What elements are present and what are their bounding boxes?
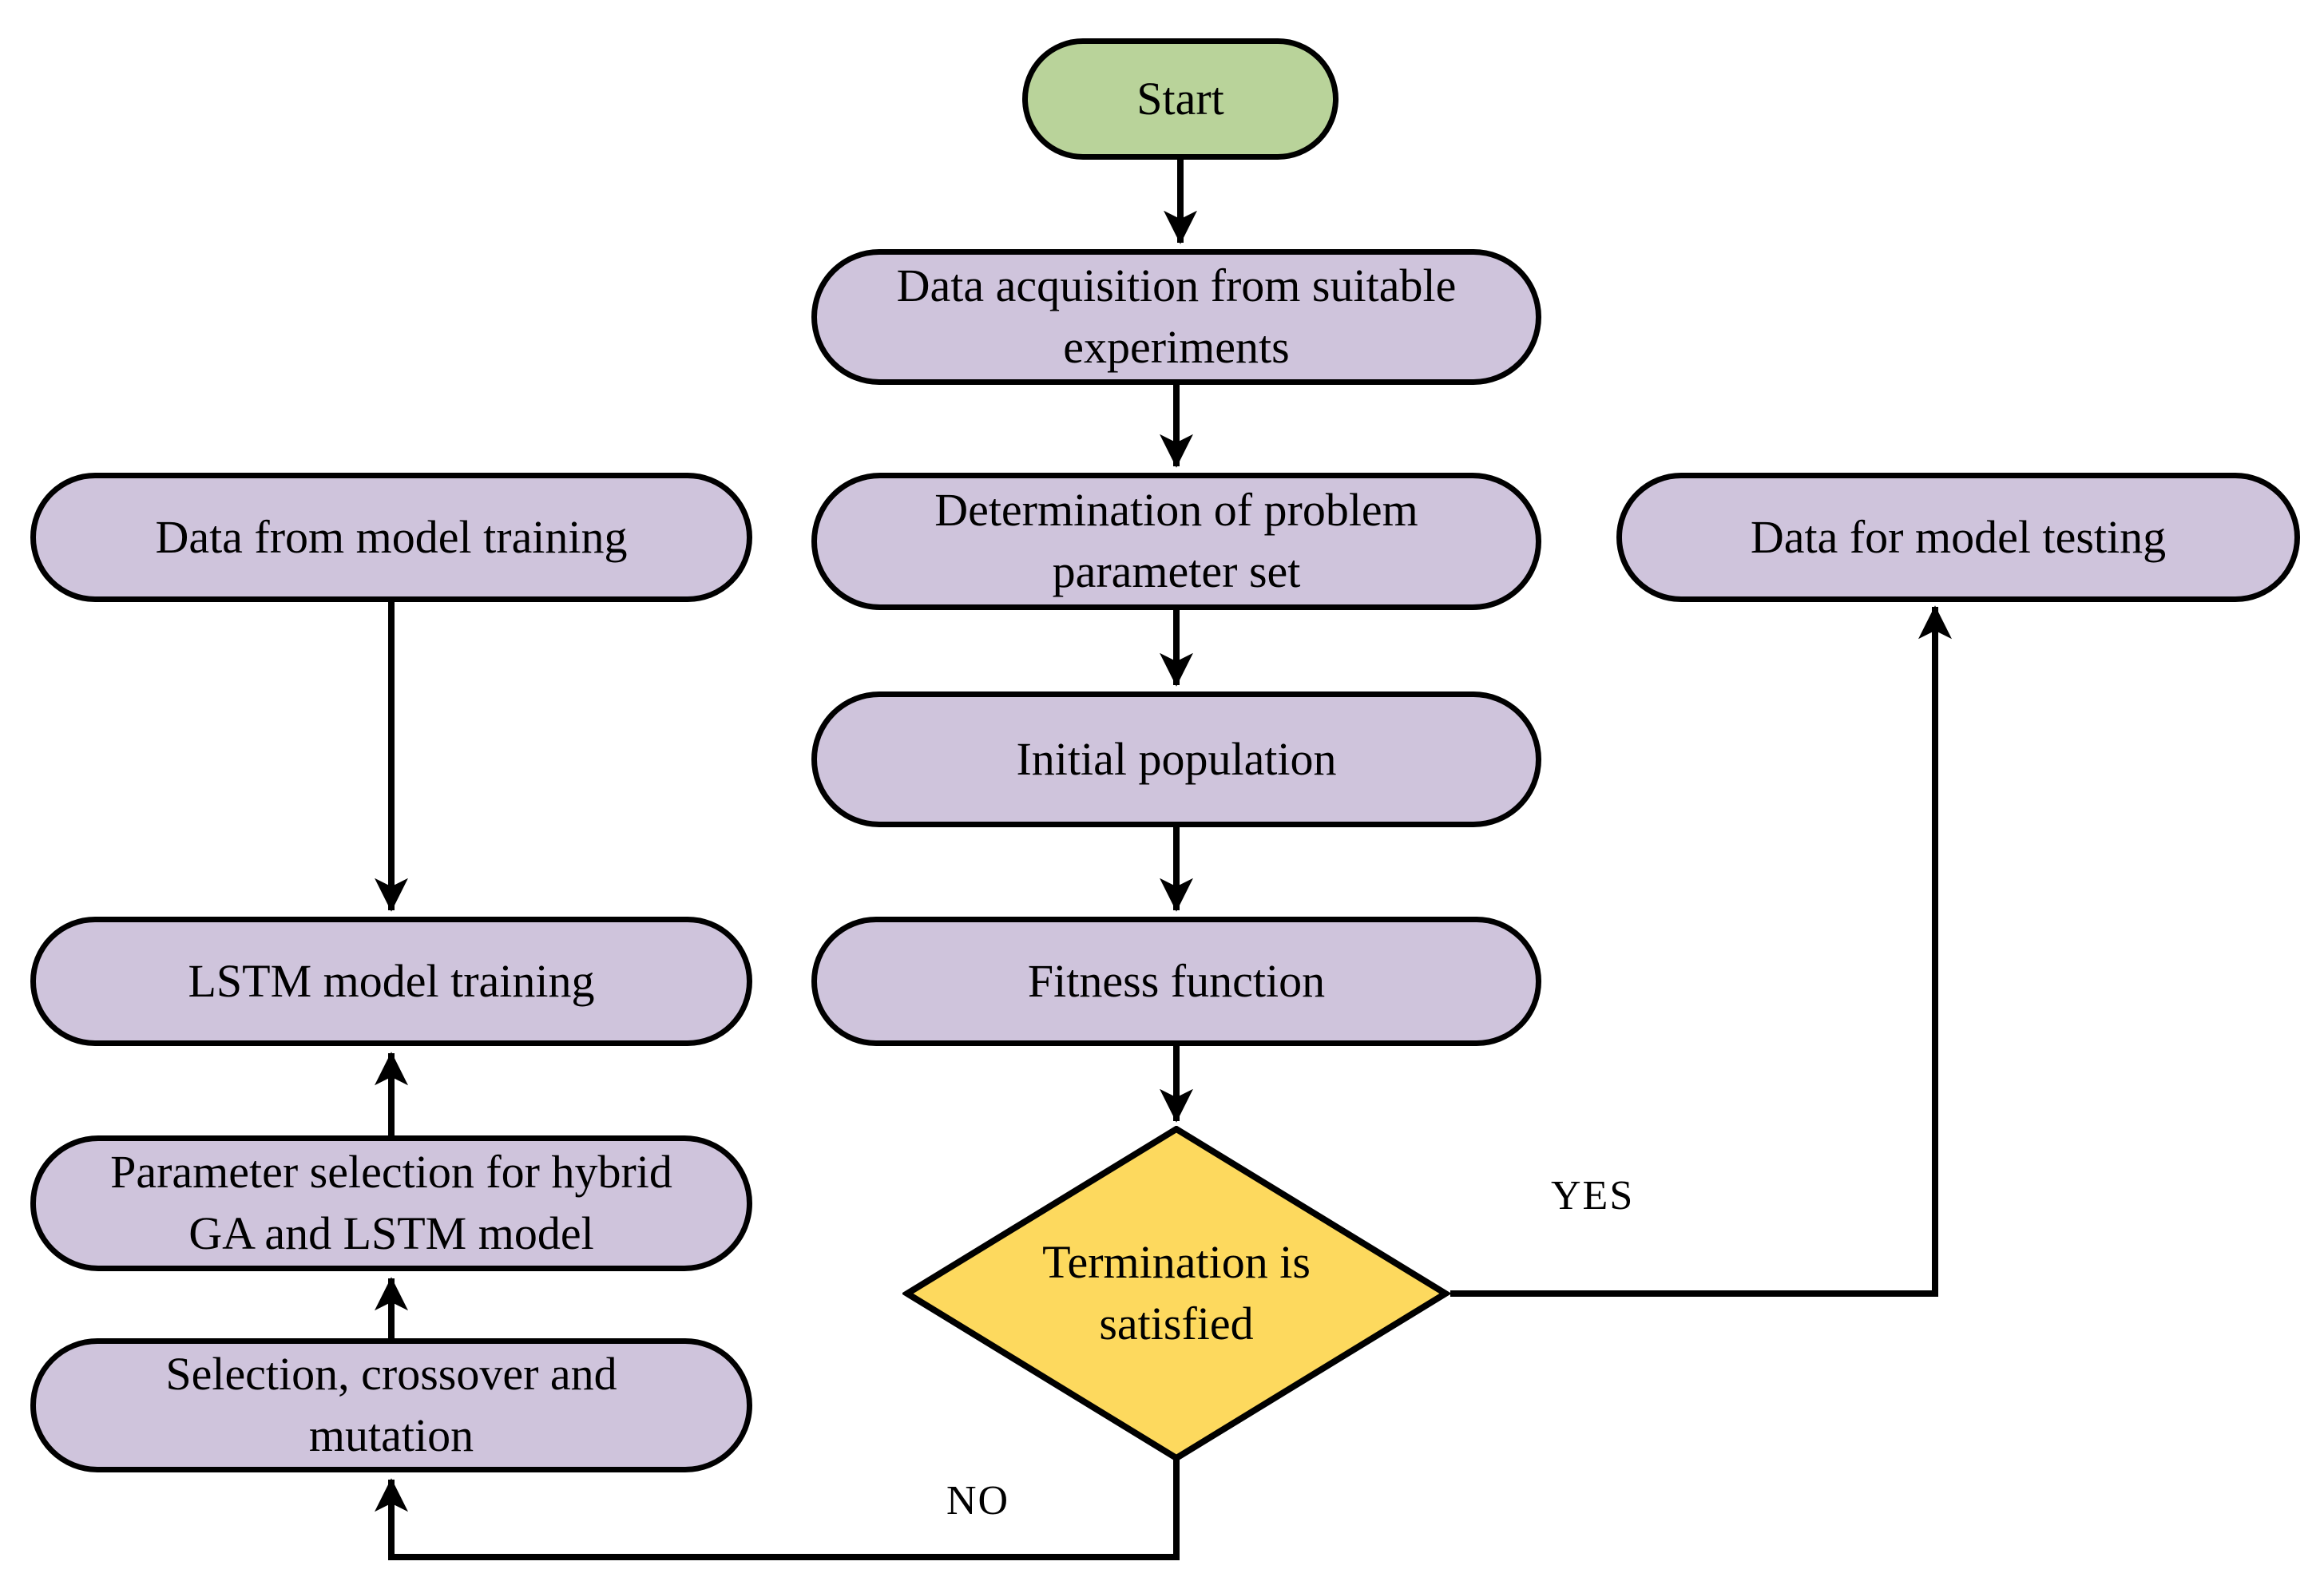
node-termination-decision: Termination is satisfied [902, 1126, 1450, 1461]
node-fitness-function-label: Fitness function [1027, 954, 1326, 1007]
decision-diamond-shape [902, 1126, 1450, 1461]
node-lstm-model-training-label: LSTM model training [188, 954, 595, 1007]
node-data-from-model-training-label: Data from model training [155, 510, 628, 563]
node-data-from-model-training: Data from model training [30, 473, 752, 602]
node-start-label: Start [1136, 72, 1224, 125]
node-parameter-selection-label: Parameter selection for hybrid GA and LS… [110, 1146, 672, 1259]
node-determination-label: Determination of problem parameter set [934, 484, 1418, 597]
node-termination-decision-label: Termination is satisfied [1042, 1236, 1311, 1349]
node-selection-crossover: Selection, crossover and mutation [30, 1338, 752, 1472]
node-data-acquisition: Data acquisition from suitable experimen… [811, 249, 1541, 385]
node-initial-population-label: Initial population [1016, 732, 1337, 785]
node-lstm-model-training: LSTM model training [30, 917, 752, 1046]
node-initial-population: Initial population [811, 691, 1541, 827]
edge-label-no: NO [946, 1478, 1010, 1524]
node-data-for-model-testing: Data for model testing [1616, 473, 2300, 602]
edge-termination-no-to-selection-crossover [375, 1460, 1180, 1560]
node-determination: Determination of problem parameter set [811, 473, 1541, 610]
node-fitness-function: Fitness function [811, 917, 1541, 1046]
node-data-for-model-testing-label: Data for model testing [1750, 510, 2167, 563]
edge-termination-yes-to-data-for-model-testing [1450, 605, 1952, 1297]
node-start: Start [1022, 38, 1338, 160]
node-parameter-selection: Parameter selection for hybrid GA and LS… [30, 1135, 752, 1271]
edge-label-yes: YES [1551, 1173, 1635, 1218]
node-selection-crossover-label: Selection, crossover and mutation [165, 1348, 617, 1461]
node-data-acquisition-label: Data acquisition from suitable experimen… [896, 260, 1457, 373]
